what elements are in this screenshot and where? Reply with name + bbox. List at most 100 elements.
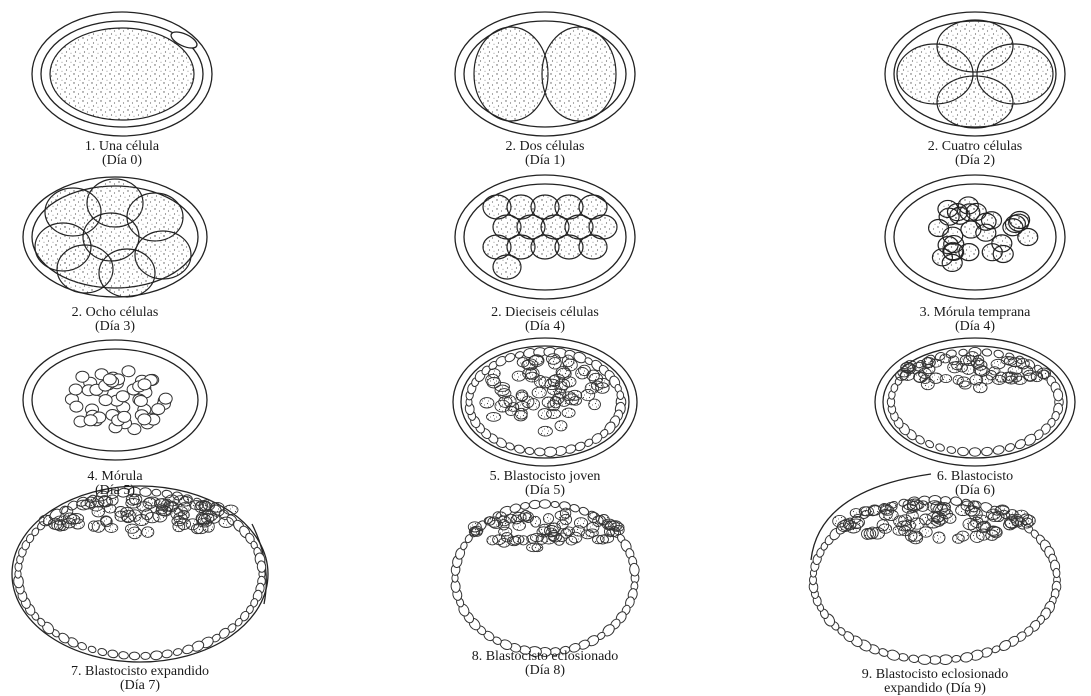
- trophectoderm-cell: [982, 348, 992, 356]
- figure-early-morula: [885, 175, 1065, 299]
- morula-cell: [152, 404, 165, 415]
- stage-title: 4. Mórula: [87, 470, 142, 484]
- inner-cell: [532, 387, 546, 398]
- trophectoderm-cell: [957, 447, 969, 457]
- morula-cell: [122, 366, 135, 377]
- stage-title: 5. Blastocisto joven: [490, 470, 601, 484]
- stage-day: (Día 5): [490, 484, 601, 498]
- trophectoderm-cell: [172, 648, 182, 657]
- inner-cell: [974, 383, 988, 393]
- stage-title: 6. Blastocisto: [937, 470, 1013, 484]
- blastomere: [944, 243, 964, 260]
- trophectoderm-cell: [1004, 442, 1016, 453]
- inner-cell: [538, 426, 552, 436]
- inner-cell: [556, 367, 570, 378]
- inner-cell: [516, 392, 527, 401]
- stage-title: 8. Blastocisto eclosionado: [472, 650, 619, 664]
- inner-cell: [1031, 372, 1042, 382]
- figure-sixteen-cell: [455, 175, 635, 299]
- figure-morula: [23, 340, 207, 460]
- inner-cell: [957, 531, 969, 541]
- blastomere: [493, 255, 521, 279]
- stage-title: 2. Cuatro células: [928, 140, 1022, 154]
- trophectoderm-cell: [161, 649, 173, 659]
- trophectoderm-cell: [141, 652, 151, 659]
- trophectoderm-cell: [908, 654, 919, 663]
- inner-cell: [199, 501, 210, 511]
- trophectoderm-cell: [152, 489, 162, 497]
- inner-cell: [595, 378, 610, 388]
- inner-cell: [219, 517, 233, 527]
- trophectoderm-cell: [107, 649, 118, 658]
- inner-cell: [547, 354, 561, 365]
- inner-cell: [129, 510, 142, 522]
- figure-four-cell: [885, 12, 1065, 136]
- morula-cell: [99, 395, 112, 406]
- caption-four-cell: 2. Cuatro células(Día 2): [928, 140, 1022, 168]
- inner-cell: [543, 514, 553, 524]
- inner-cell: [868, 505, 881, 515]
- morula-cell: [76, 371, 89, 382]
- morula-cell: [138, 414, 151, 425]
- inner-cell: [555, 379, 569, 390]
- inner-cell: [471, 528, 482, 537]
- figure-expanded-hatched-blastocyst: [809, 474, 1062, 665]
- trophectoderm-cell: [534, 448, 545, 457]
- inner-cell: [886, 502, 898, 511]
- inner-cell: [938, 502, 951, 511]
- blastomere: [977, 44, 1053, 104]
- inner-cell: [115, 511, 127, 521]
- inner-cell: [480, 398, 494, 408]
- caption-two-cell: 2. Dos células(Día 1): [506, 140, 585, 168]
- inner-cell: [537, 527, 550, 537]
- inner-cell: [557, 520, 568, 529]
- inner-cell: [969, 508, 982, 520]
- trophectoderm-cell: [629, 563, 640, 577]
- inner-cell: [593, 516, 604, 527]
- trophectoderm-cell: [918, 654, 931, 664]
- morula-cell: [134, 396, 147, 407]
- inner-cell: [137, 502, 152, 511]
- trophectoderm-cell: [924, 439, 935, 449]
- trophectoderm-cell: [935, 443, 946, 453]
- inner-cell: [933, 532, 945, 543]
- morula-cell: [116, 391, 129, 402]
- stage-day: (Día 5): [87, 484, 142, 498]
- blastomere: [1003, 219, 1023, 236]
- inner-cell: [833, 515, 847, 527]
- trophectoderm-cell: [97, 647, 108, 656]
- figure-hatched-blastocyst: [450, 500, 639, 657]
- inner-cell: [512, 371, 525, 381]
- trophectoderm-cell: [551, 501, 560, 508]
- inner-cell: [532, 544, 543, 552]
- figure-one-cell: [32, 12, 212, 136]
- stage-day: (Día 4): [491, 320, 599, 334]
- inner-cell: [920, 514, 932, 525]
- trophectoderm-cell: [1053, 388, 1064, 401]
- inner-cell: [988, 512, 1001, 521]
- inner-cell: [516, 408, 528, 419]
- caption-blastocyst: 6. Blastocisto(Día 6): [937, 470, 1013, 498]
- stage-day: (Día 7): [71, 679, 209, 693]
- stage-day: (Día 8): [472, 664, 619, 678]
- inner-cell: [910, 501, 924, 510]
- trophectoderm-cell: [969, 448, 980, 456]
- blastomere: [976, 224, 996, 241]
- figure-expanded-blastocyst: [12, 486, 268, 662]
- caption-young-blastocyst: 5. Blastocisto joven(Día 5): [490, 470, 601, 498]
- trophectoderm-cell: [992, 445, 1005, 456]
- stage-day: (Día 4): [920, 320, 1031, 334]
- inner-cell: [986, 530, 998, 540]
- trophectoderm-cell: [1053, 568, 1061, 578]
- inner-cell: [1017, 358, 1030, 369]
- stage-title: 2. Dieciseis células: [491, 306, 599, 320]
- caption-eight-cell: 2. Ocho células(Día 3): [72, 306, 159, 334]
- inner-cell: [54, 516, 67, 525]
- morula-cell: [138, 379, 151, 390]
- inner-cell: [894, 516, 907, 527]
- trophectoderm-cell: [524, 447, 534, 456]
- stage-title: 7. Blastocisto expandido: [71, 665, 209, 679]
- caption-one-cell: 1. Una célula(Día 0): [85, 140, 159, 168]
- figure-young-blastocyst: [453, 338, 637, 466]
